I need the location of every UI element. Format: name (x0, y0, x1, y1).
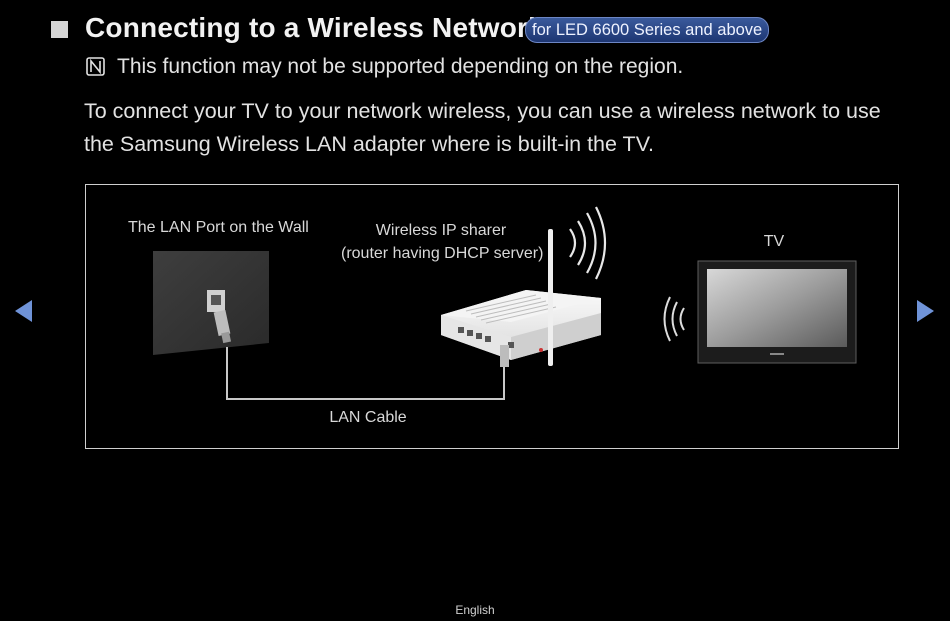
arrow-right-icon[interactable] (917, 300, 934, 322)
tv-wifi-signal-icon (663, 296, 685, 342)
wall-port-label: The LAN Port on the Wall (128, 219, 309, 236)
router-label-line1: Wireless IP sharer (375, 222, 507, 239)
wall-lan-port-illustration (153, 251, 269, 355)
router-wifi-signal-icon (569, 206, 606, 280)
region-note: This function may not be supported depen… (117, 55, 684, 78)
description-paragraph: To connect your TV to your network wirel… (84, 99, 881, 156)
lan-cable-label: LAN Cable (329, 409, 407, 426)
model-badge: for LED 6600 Series and above (525, 17, 770, 43)
router-illustration (441, 229, 601, 367)
page-title: Connecting to a Wireless Network (85, 12, 544, 43)
router-label-line2: (router having DHCP server) (341, 245, 544, 262)
language-footer: English (455, 603, 495, 617)
section-bullet-square (51, 21, 68, 38)
arrow-left-icon[interactable] (15, 300, 32, 322)
diagram-illustration (153, 206, 857, 400)
tv-illustration (697, 260, 857, 364)
lan-cable-line (226, 347, 505, 400)
network-diagram: The LAN Port on the Wall Wireless IP sha… (85, 184, 899, 449)
note-icon (86, 57, 105, 76)
tv-label: TV (763, 233, 785, 250)
